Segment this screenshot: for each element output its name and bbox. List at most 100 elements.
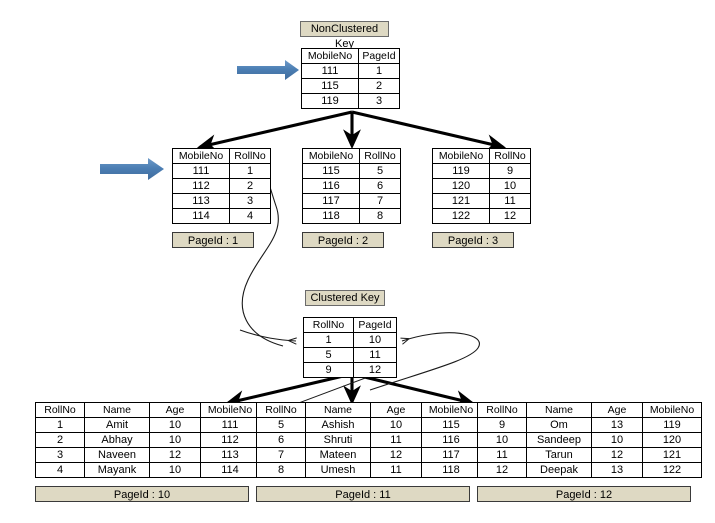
clustered-root-table: RollNo PageId 1 10 5 11 9 12	[303, 317, 397, 378]
cell: 120	[642, 432, 702, 448]
cell: 111	[172, 163, 230, 179]
page-caption-leaf-2: PageId : 2	[302, 232, 384, 248]
cell: 4	[35, 462, 85, 478]
table-row: 117 7	[302, 193, 401, 209]
column-header: RollNo	[229, 148, 271, 164]
table-row: 116 6	[302, 178, 401, 194]
table-row: 8 Umesh 11 118	[256, 462, 481, 478]
table-header-row: MobileNo RollNo	[432, 148, 531, 164]
cell: 12	[370, 447, 422, 463]
cell: 10	[591, 432, 643, 448]
table-row: 120 10	[432, 178, 531, 194]
cell: 9	[477, 417, 527, 433]
cell: 10	[477, 432, 527, 448]
table-row: 111 1	[172, 163, 271, 179]
cell: 11	[477, 447, 527, 463]
page-caption-leaf-1: PageId : 1	[172, 232, 254, 248]
cell: 13	[591, 417, 643, 433]
cell: 1	[229, 163, 271, 179]
column-header: PageId	[353, 317, 397, 333]
cell: 1	[303, 332, 354, 348]
table-header-row: RollNo PageId	[303, 317, 397, 333]
table-row: 118 8	[302, 208, 401, 224]
table-row: 12 Deepak 13 122	[477, 462, 702, 478]
cell: 116	[302, 178, 360, 194]
table-row: 119 3	[301, 93, 400, 109]
cell: 12	[149, 447, 201, 463]
column-header: MobileNo	[642, 402, 702, 418]
nonclustered-leaf-table-3: MobileNo RollNo 119 9 120 10 121 11 122 …	[432, 148, 531, 224]
cell: 6	[359, 178, 401, 194]
cell: 7	[256, 447, 306, 463]
table-header-row: RollNo Name Age MobileNo	[256, 402, 481, 418]
cell: 5	[303, 347, 354, 363]
cell: 5	[359, 163, 401, 179]
cell: Mateen	[305, 447, 371, 463]
page-caption-data-10: PageId : 10	[35, 486, 249, 502]
column-header: RollNo	[303, 317, 354, 333]
cell: 12	[489, 208, 531, 224]
cell: 117	[302, 193, 360, 209]
clustered-data-table-12: RollNo Name Age MobileNo 9 Om 13 119 10 …	[477, 402, 702, 478]
blue-arrow-leaf1	[100, 158, 164, 180]
cell: 117	[421, 447, 481, 463]
cell: 12	[591, 447, 643, 463]
cell: 8	[256, 462, 306, 478]
cell: 114	[200, 462, 260, 478]
cell: 111	[301, 63, 359, 79]
table-row: 5 11	[303, 347, 397, 363]
cell: 5	[256, 417, 306, 433]
table-row: 111 1	[301, 63, 400, 79]
table-row: 2 Abhay 10 112	[35, 432, 260, 448]
nonclustered-key-label: NonClustered Key	[300, 21, 389, 50]
cell: Mayank	[84, 462, 150, 478]
clustered-data-table-11: RollNo Name Age MobileNo 5 Ashish 10 115…	[256, 402, 481, 478]
cell: 1	[35, 417, 85, 433]
column-header: Name	[84, 402, 150, 418]
cell: Abhay	[84, 432, 150, 448]
cell: 2	[35, 432, 85, 448]
table-header-row: MobileNo RollNo	[302, 148, 401, 164]
column-header: MobileNo	[421, 402, 481, 418]
cell: 10	[149, 432, 201, 448]
table-row: 6 Shruti 11 116	[256, 432, 481, 448]
clustered-data-table-10: RollNo Name Age MobileNo 1 Amit 10 111 2…	[35, 402, 260, 478]
page-caption-data-11: PageId : 11	[256, 486, 470, 502]
table-row: 4 Mayank 10 114	[35, 462, 260, 478]
cell: 2	[358, 78, 400, 94]
table-row: 115 2	[301, 78, 400, 94]
column-header: MobileNo	[200, 402, 260, 418]
cell: 7	[359, 193, 401, 209]
cell: 11	[370, 462, 422, 478]
cell: 2	[229, 178, 271, 194]
cell: 10	[370, 417, 422, 433]
table-row: 3 Naveen 12 113	[35, 447, 260, 463]
cell: Tarun	[526, 447, 592, 463]
cell: 119	[432, 163, 490, 179]
cell: 122	[432, 208, 490, 224]
table-header-row: MobileNo RollNo	[172, 148, 271, 164]
cell: 115	[421, 417, 481, 433]
cell: 6	[256, 432, 306, 448]
nonclustered-leaf-table-1: MobileNo RollNo 111 1 112 2 113 3 114 4	[172, 148, 271, 224]
cell: 112	[172, 178, 230, 194]
cell: 9	[489, 163, 531, 179]
cell: 121	[432, 193, 490, 209]
cell: 12	[353, 362, 397, 378]
table-row: 10 Sandeep 10 120	[477, 432, 702, 448]
cell: Umesh	[305, 462, 371, 478]
cell: 9	[303, 362, 354, 378]
cell: 11	[370, 432, 422, 448]
cell: Deepak	[526, 462, 592, 478]
cell: 8	[359, 208, 401, 224]
page-caption-data-12: PageId : 12	[477, 486, 691, 502]
nonclustered-root-table: MobileNo PageId 111 1 115 2 119 3	[301, 48, 400, 109]
table-row: 5 Ashish 10 115	[256, 417, 481, 433]
table-row: 115 5	[302, 163, 401, 179]
cell: 11	[489, 193, 531, 209]
table-row: 9 Om 13 119	[477, 417, 702, 433]
cell: Sandeep	[526, 432, 592, 448]
blue-arrow-root	[237, 60, 299, 80]
table-row: 1 Amit 10 111	[35, 417, 260, 433]
column-header: Age	[370, 402, 422, 418]
